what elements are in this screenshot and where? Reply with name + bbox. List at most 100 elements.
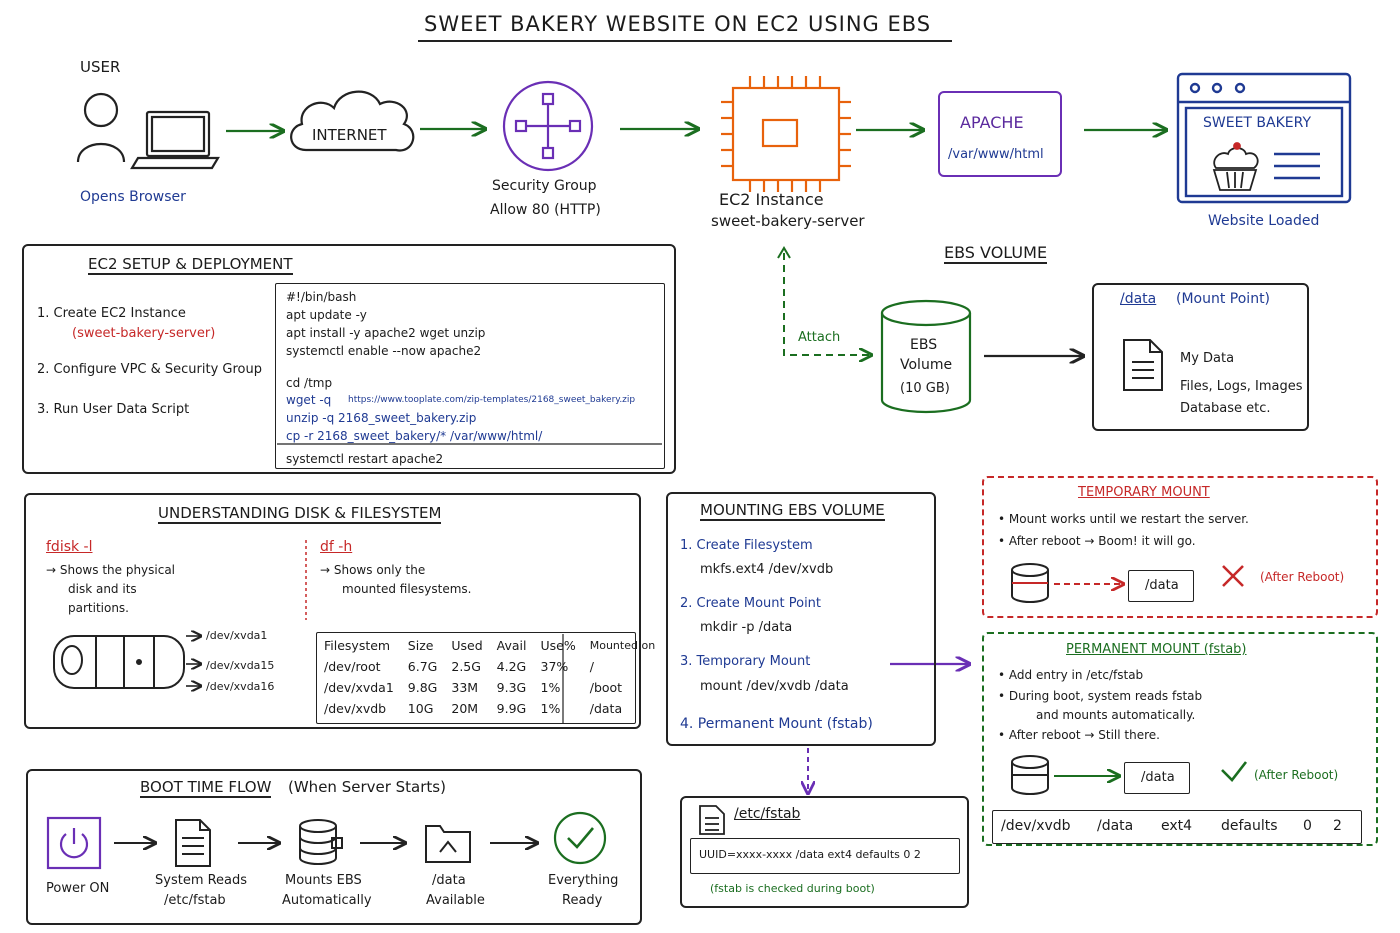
perm-data-label: /data [1141,770,1175,785]
perm-bullet-3: • After reboot → Still there. [998,728,1160,742]
table-header: Mounted on [589,639,656,652]
df-cmd: df -h [320,539,353,555]
perm-bullet-1-text: Add entry in /etc/fstab [1008,668,1144,682]
perm-bullet-2b: and mounts automatically. [1036,708,1196,722]
table-cell: 6.7G [407,659,438,674]
ec2-name: sweet-bakery-server [711,212,865,230]
table-cell: 20M [451,701,479,716]
ec2-label: EC2 Instance [719,190,824,209]
disk-heading: UNDERSTANDING DISK & FILESYSTEM [158,504,442,524]
boot-step-2: System Reads [155,873,248,888]
ebs-cylinder-line2: Volume [900,357,953,373]
mount-step-4: 4. Permanent Mount (fstab) [680,716,873,732]
temp-bullet-1: • Mount works until we restart the serve… [998,512,1249,526]
table-cell: 2.5G [451,659,481,674]
perm-entry-dump: 0 [1303,818,1312,834]
temp-bullet-1-text: Mount works until we restart the server. [1008,512,1249,526]
table-cell: 37% [540,659,569,674]
mount-point-box: /data (Mount Point) My Data Files, Logs,… [1092,283,1309,431]
table-header: Use% [540,638,576,653]
table-row: /dev/xvda1 9.8G 33M 9.3G 1% /boot [317,677,662,698]
perm-bullet-3-text: After reboot → Still there. [1008,728,1160,742]
temp-bullet-2-text: After reboot → Boom! it will go. [1008,534,1196,548]
cupcake-icon [1212,142,1259,191]
device-xvda15: /dev/xvda15 [206,659,275,672]
perm-bullet-1: • Add entry in /etc/fstab [998,668,1144,682]
power-icon [46,816,102,870]
website-caption: Website Loaded [1208,213,1320,229]
fstab-read-icon [175,819,211,867]
database-icon [299,819,343,865]
ebs-cylinder-line3: (10 GB) [900,381,950,396]
boot-step-4: /data [432,873,466,888]
user-caption: Opens Browser [80,189,186,205]
table-cell: /dev/xvda1 [324,680,394,695]
script-line-7: cp -r 2168_sweet_bakery/* /var/www/html/ [286,429,543,443]
page-title: SWEET BAKERY WEBSITE ON EC2 USING EBS [424,12,932,36]
permanent-mount-panel: PERMANENT MOUNT (fstab) • Add entry in /… [982,632,1378,846]
mounting-panel: MOUNTING EBS VOLUME 1. Create Filesystem… [666,492,936,746]
check-circle-icon [553,811,607,865]
fstab-file-icon [699,805,725,835]
boot-step-4b: Available [426,893,485,908]
script-line-8: systemctl restart apache2 [286,452,444,466]
document-icon [1123,339,1163,391]
permanent-mount-heading: PERMANENT MOUNT (fstab) [1066,642,1247,657]
table-cell: 10G [407,701,434,716]
setup-step-3: 3. Run User Data Script [37,402,190,417]
boot-step-3b: Automatically [282,893,372,908]
boot-heading-note: (When Server Starts) [288,778,446,796]
perm-entry-options: defaults [1221,818,1278,834]
mount-point-line1: My Data [1180,351,1235,366]
boot-step-5: Everything [548,873,619,888]
ec2-chip-icon [721,76,851,192]
table-cell: 1% [540,701,561,716]
fdisk-cmd: fdisk -l [46,539,93,555]
attach-arrow [783,253,870,355]
mount-step-3: 3. Temporary Mount [680,654,811,669]
security-group-icon [502,80,594,172]
fail-x-icon [1222,565,1244,587]
setup-panel: EC2 SETUP & DEPLOYMENT 1. Create EC2 Ins… [22,244,676,474]
setup-step-1: 1. Create EC2 Instance [37,306,186,321]
table-cell: /boot [589,680,623,695]
fdisk-line2: disk and its [68,582,137,596]
fstab-entry-box: UUID=xxxx-xxxx /data ext4 defaults 0 2 [690,838,960,874]
fstab-filename: /etc/fstab [734,806,801,822]
mount-step-2-cmd: mkdir -p /data [700,620,793,635]
attach-label: Attach [798,330,841,345]
table-header-row: Filesystem Size Used Avail Use% Mounted … [317,635,662,656]
boot-heading: BOOT TIME FLOW [140,778,272,798]
perm-entry-device: /dev/xvdb [1001,818,1071,834]
script-line-4: cd /tmp [286,376,333,390]
df-line1: → Shows only the [320,563,426,577]
ebs-cylinder-line1: EBS [910,337,938,353]
table-cell: / [589,659,594,674]
mount-point-line3: Database etc. [1180,401,1271,416]
temp-after-reboot: (After Reboot) [1260,570,1345,584]
user-data-script: #!/bin/bash apt update -y apt install -y… [275,283,665,469]
mount-step-1-cmd: mkfs.ext4 /dev/xvdb [700,562,834,577]
table-row: /dev/xvdb 10G 20M 9.9G 1% /data [317,698,662,719]
setup-step-1-sub: (sweet-bakery-server) [72,326,216,341]
boot-step-2b: /etc/fstab [164,893,226,908]
security-group-rule: Allow 80 (HTTP) [490,202,601,218]
fdisk-line1: → Shows the physical [46,563,176,577]
fstab-note: (fstab is checked during boot) [710,882,875,895]
table-header: Used [451,638,483,653]
table-cell: 4.2G [496,659,527,674]
perm-after-reboot: (After Reboot) [1254,768,1339,782]
perm-entry-mount: /data [1097,818,1134,834]
perm-entry-fstype: ext4 [1161,818,1193,834]
table-header: Size [407,638,434,653]
table-cell: 9.3G [496,680,527,695]
script-line-1: apt update -y [286,308,367,322]
browser-window-icon [1176,72,1352,204]
script-line-2: apt install -y apache2 wget unzip [286,326,486,340]
website-title: SWEET BAKERY [1203,115,1312,131]
user-label: USER [80,58,121,76]
table-cell: 9.8G [407,680,438,695]
perm-bullet-2-text: During boot, system reads fstab [1008,689,1203,703]
device-xvda16: /dev/xvda16 [206,680,275,693]
